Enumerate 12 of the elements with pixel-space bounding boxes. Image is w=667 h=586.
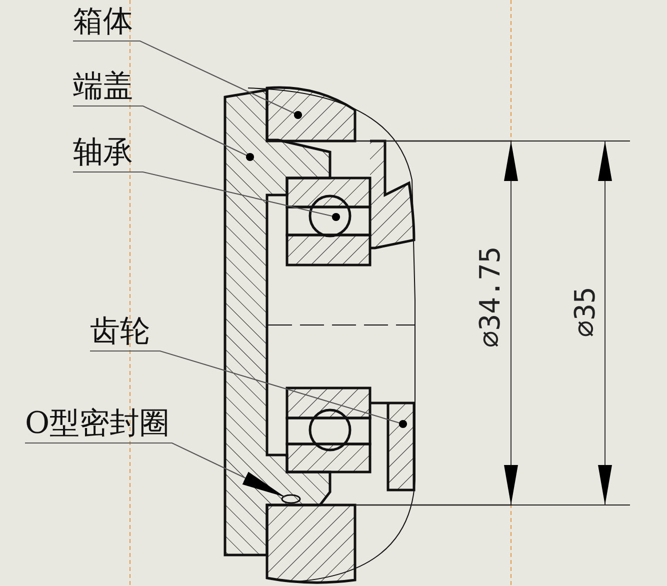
part-label: 齿轮 xyxy=(90,312,150,351)
leader-line xyxy=(25,442,286,498)
dimension-text: ∅34.75 xyxy=(474,246,506,348)
part-label: 轴承 xyxy=(73,133,133,172)
dimension-text: ∅35 xyxy=(568,286,601,338)
part-label: 箱体 xyxy=(73,2,133,41)
leader-line xyxy=(73,171,340,222)
leader-line xyxy=(90,350,408,428)
leader-line xyxy=(73,105,254,162)
leader-line xyxy=(73,40,302,120)
part-label: 端盖 xyxy=(73,67,133,106)
part-label: O型密封圈 xyxy=(25,404,170,443)
